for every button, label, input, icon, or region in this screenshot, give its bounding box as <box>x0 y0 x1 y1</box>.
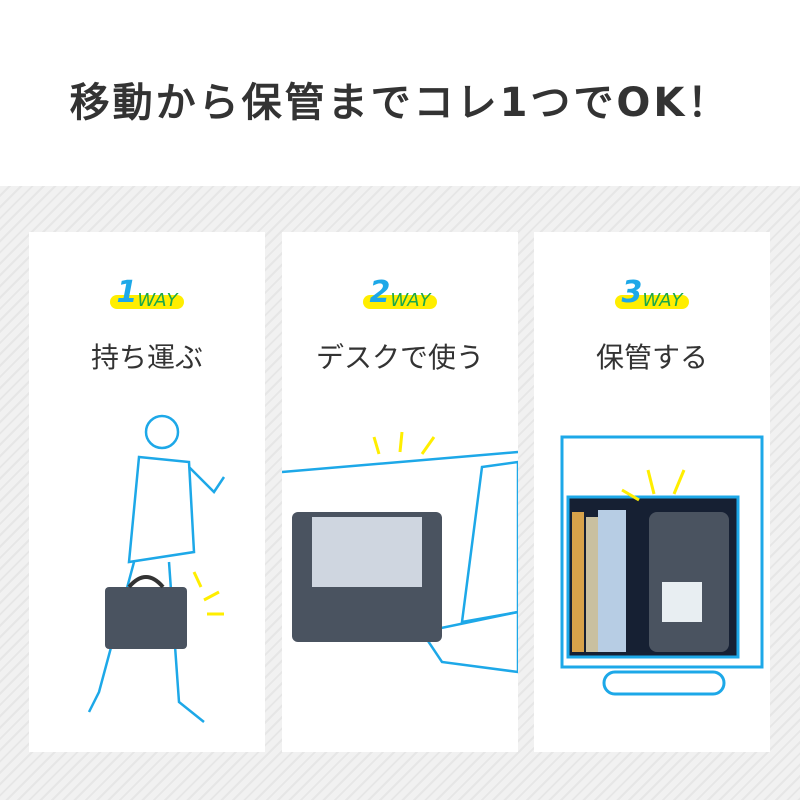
way-number: 1 <box>116 275 138 310</box>
card-label: デスクで使う <box>315 341 484 374</box>
card-label: 保管する <box>595 341 708 374</box>
page-title: 移動から保管までコレ1つでOK！ <box>69 80 731 126</box>
way-badge: 2WAY <box>282 278 518 318</box>
carry-illustration <box>87 414 226 723</box>
way-text: WAY <box>390 290 431 311</box>
way-text: WAY <box>642 290 683 311</box>
card-store-text: 3WAY 保管する <box>534 0 770 800</box>
way-text: WAY <box>137 290 178 311</box>
card-carry <box>29 232 265 752</box>
way-number: 2 <box>369 275 391 310</box>
card-label: 持ち運ぶ <box>90 341 203 374</box>
card-store <box>534 232 770 752</box>
way-badge: 3WAY <box>534 278 770 318</box>
way-number: 3 <box>621 275 643 310</box>
card-carry-text: 1WAY 持ち運ぶ <box>29 0 265 800</box>
storage-illustration <box>560 435 764 696</box>
card-desk <box>282 232 518 752</box>
card-desk-text: 2WAY デスクで使う <box>282 0 518 800</box>
desk-illustration <box>282 431 518 674</box>
way-badge: 1WAY <box>29 278 265 318</box>
